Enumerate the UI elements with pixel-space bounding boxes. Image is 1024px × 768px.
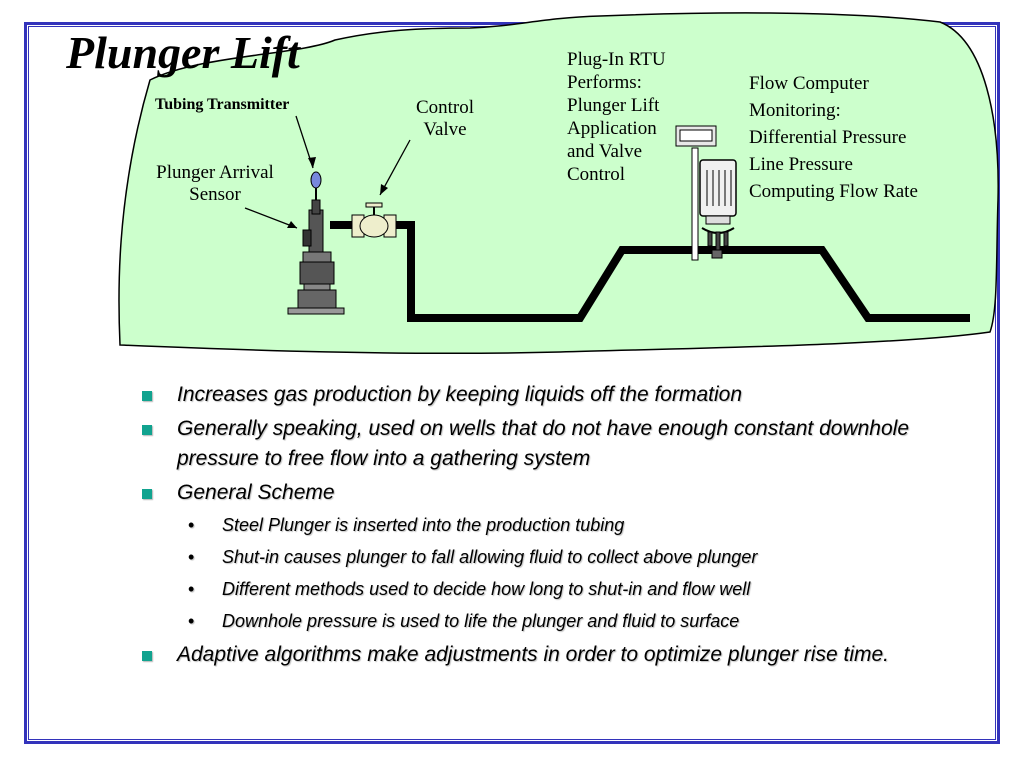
plunger-arrival-sensor-line-2: Sensor	[189, 184, 241, 205]
bullet-square-icon	[142, 489, 152, 499]
flow-computer-line-5: Computing Flow Rate	[749, 181, 918, 202]
flow-computer-line-3: Differential Pressure	[749, 127, 907, 148]
bullet-dot-icon: •	[188, 611, 195, 631]
sub-bullet-text: Shut-in causes plunger to fall allowing …	[222, 547, 758, 567]
bullet-text: Increases gas production by keeping liqu…	[177, 383, 743, 406]
tubing-transmitter-label: Tubing Transmitter	[155, 96, 290, 113]
plunger-sensor-pointer	[244, 207, 298, 229]
wellhead-icon	[287, 209, 355, 315]
bullet-text: General Scheme	[177, 481, 335, 504]
rtu-line-1: Plug-In RTU	[567, 49, 666, 70]
label-pointers	[244, 115, 411, 229]
flow-computer-label: Flow Computer Monitoring: Differential P…	[749, 70, 918, 205]
bullet-item: Increases gas production by keeping liqu…	[140, 380, 960, 410]
sub-bullet-text: Different methods used to decide how lon…	[222, 579, 751, 599]
bullet-dot-icon: •	[188, 579, 195, 599]
flow-computer-line-4: Line Pressure	[749, 154, 853, 175]
sub-bullet-text: Steel Plunger is inserted into the produ…	[222, 515, 625, 535]
bullet-dot-icon: •	[188, 547, 195, 567]
control-valve-line-2: Valve	[423, 119, 467, 140]
control-valve-pointer	[379, 139, 411, 196]
pipeline-icon	[395, 221, 970, 322]
bullet-text: Generally speaking, used on wells that d…	[177, 417, 910, 470]
sub-bullet-item: • Steel Plunger is inserted into the pro…	[140, 512, 960, 538]
plunger-arrival-sensor-label: Plunger Arrival Sensor	[140, 162, 290, 206]
bullet-item: Adaptive algorithms make adjustments in …	[140, 640, 960, 670]
slide-frame	[24, 22, 1000, 744]
rtu-label: Plug-In RTU Performs: Plunger Lift Appli…	[567, 48, 666, 186]
flow-computer-line-1: Flow Computer	[749, 73, 869, 94]
sub-bullet-item: • Shut-in causes plunger to fall allowin…	[140, 544, 960, 570]
flow-computer-icon	[699, 159, 737, 259]
rtu-line-3: Plunger Lift	[567, 95, 660, 116]
bullet-square-icon	[142, 651, 152, 661]
cloud-background	[118, 12, 999, 355]
sub-bullet-text: Downhole pressure is used to life the pl…	[222, 611, 740, 631]
slide-title: Plunger Lift	[66, 27, 300, 78]
flow-computer-line-2: Monitoring:	[749, 100, 841, 121]
bullet-text: Adaptive algorithms make adjustments in …	[177, 643, 889, 666]
sub-bullet-item: • Different methods used to decide how l…	[140, 576, 960, 602]
bullet-square-icon	[142, 425, 152, 435]
rtu-line-5: and Valve	[567, 141, 643, 162]
plunger-arrival-sensor-line-1: Plunger Arrival	[156, 162, 274, 183]
bullet-dot-icon: •	[188, 515, 195, 535]
rtu-line-2: Performs:	[567, 72, 642, 93]
bullet-square-icon	[142, 391, 152, 401]
plunger-sensor-icon	[302, 229, 312, 247]
bullet-item: General Scheme	[140, 478, 960, 508]
rtu-line-4: Application	[567, 118, 657, 139]
bullet-item: Generally speaking, used on wells that d…	[140, 414, 960, 474]
sub-bullet-item: • Downhole pressure is used to life the …	[140, 608, 960, 634]
control-valve-icon	[351, 202, 397, 238]
control-valve-line-1: Control	[415, 97, 475, 118]
tubing-transmitter-icon	[310, 171, 322, 215]
rtu-line-6: Control	[567, 164, 626, 185]
control-valve-label: Control Valve	[400, 97, 490, 141]
bullet-list: Increases gas production by keeping liqu…	[140, 380, 960, 674]
rtu-display-icon	[675, 125, 717, 261]
